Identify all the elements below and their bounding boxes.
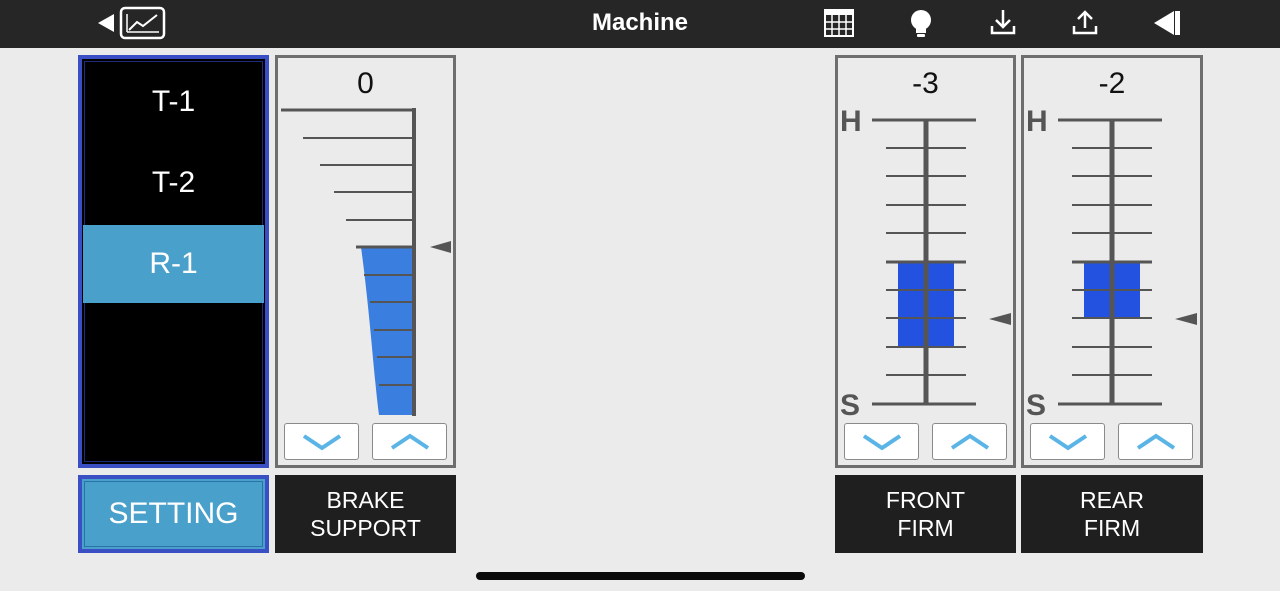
chevron-down-icon	[862, 433, 901, 450]
mode-item-label: T-1	[151, 85, 196, 118]
mode-item-label: T-2	[151, 166, 196, 199]
rear-firm-top-letter: H	[1026, 105, 1048, 138]
rear-firm-gauge: -2 H S	[1021, 55, 1203, 468]
chevron-down-icon	[302, 433, 341, 450]
brake-support-value: 0	[357, 67, 374, 100]
mode-item-t2[interactable]: T-2	[83, 144, 264, 222]
lightbulb-icon[interactable]	[906, 6, 936, 40]
front-firm-label[interactable]: FRONT FIRM	[835, 475, 1016, 553]
rear-firm-label-line1: REAR	[1080, 487, 1144, 513]
brake-support-up-button[interactable]	[372, 423, 447, 460]
brake-support-gauge: 0	[275, 55, 456, 468]
back-arrow-icon[interactable]	[96, 6, 118, 40]
rear-firm-value: -2	[1098, 67, 1126, 100]
home-indicator[interactable]	[476, 572, 805, 580]
rear-firm-up-button[interactable]	[1118, 423, 1193, 460]
rear-firm-label[interactable]: REAR FIRM	[1021, 475, 1203, 553]
front-firm-bottom-letter: S	[840, 389, 860, 422]
brake-support-indicator	[430, 241, 451, 253]
page-title: Machine	[591, 9, 689, 36]
front-firm-label-line2: FIRM	[897, 515, 954, 541]
front-firm-indicator	[989, 313, 1011, 325]
mode-item-t1[interactable]: T-1	[83, 63, 264, 141]
chevron-up-icon	[390, 433, 429, 450]
front-firm-up-button[interactable]	[932, 423, 1007, 460]
front-firm-value: -3	[912, 67, 939, 100]
brake-support-scale	[281, 108, 451, 416]
rear-firm-bottom-letter: S	[1026, 389, 1046, 422]
rear-firm-label-line2: FIRM	[1083, 515, 1141, 541]
front-firm-top-letter: H	[840, 105, 862, 138]
rear-firm-scale: H S	[1026, 105, 1197, 422]
upload-icon[interactable]	[1070, 6, 1100, 40]
rear-firm-down-button[interactable]	[1030, 423, 1105, 460]
front-firm-down-button[interactable]	[844, 423, 919, 460]
chevron-down-icon	[1048, 433, 1087, 450]
table-icon[interactable]	[823, 6, 855, 40]
brake-support-label[interactable]: BRAKE SUPPORT	[275, 475, 456, 553]
rear-firm-indicator	[1175, 313, 1197, 325]
setting-label: SETTING	[108, 497, 239, 530]
brake-support-down-button[interactable]	[284, 423, 359, 460]
graph-icon[interactable]	[119, 6, 167, 40]
front-firm-scale: H S	[840, 105, 1011, 422]
mode-item-label: R-1	[149, 247, 198, 280]
brake-support-label-line1: BRAKE	[326, 487, 405, 513]
mode-item-r1[interactable]: R-1	[83, 225, 264, 303]
skip-back-icon[interactable]	[1150, 6, 1184, 40]
setting-button-inner	[84, 481, 263, 547]
chevron-up-icon	[1136, 433, 1175, 450]
top-bar: Machine	[0, 0, 1280, 48]
download-icon[interactable]	[988, 6, 1018, 40]
front-firm-label-line1: FRONT	[885, 487, 966, 513]
setting-button[interactable]: SETTING	[78, 475, 269, 553]
front-firm-gauge: -3 H S	[835, 55, 1016, 468]
chevron-up-icon	[950, 433, 989, 450]
mode-list: T-1 T-2 R-1	[78, 55, 269, 468]
brake-support-label-line2: SUPPORT	[310, 515, 421, 541]
